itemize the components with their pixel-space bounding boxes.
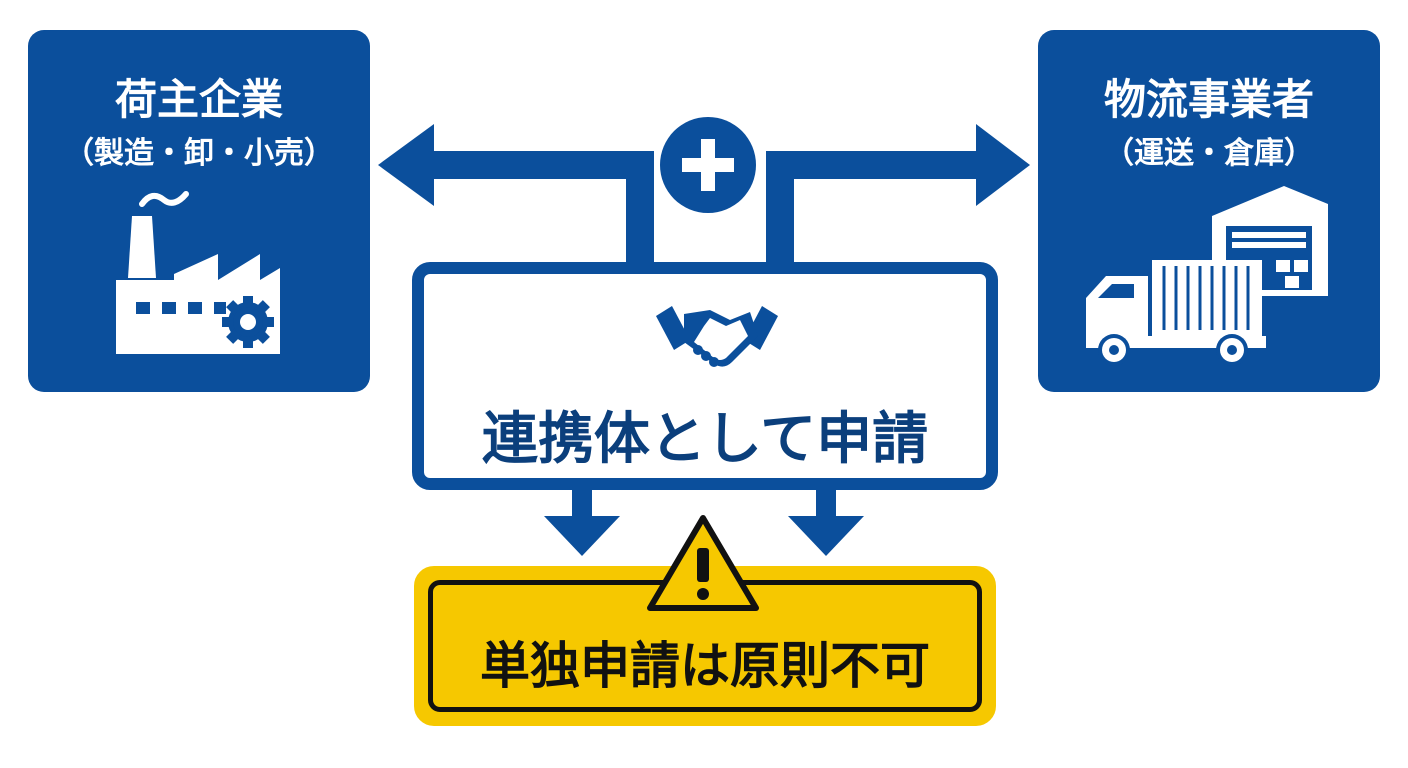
factory-icon (116, 191, 280, 354)
shipper-subtitle: （製造・卸・小売） (64, 136, 334, 171)
arrow-head-left (378, 124, 434, 206)
shipper-title: 荷主企業 (114, 75, 283, 124)
warning-label: 単独申請は原則不可 (480, 637, 930, 695)
arrow-down-right (788, 490, 864, 556)
handshake-icon (656, 306, 778, 367)
plus-icon (660, 117, 756, 213)
arrow-down-left (544, 490, 620, 556)
logistics-title: 物流事業者 (1103, 75, 1314, 124)
shipper-box: 荷主企業 （製造・卸・小売） (28, 30, 370, 392)
warning-icon (647, 515, 759, 611)
logistics-subtitle: （運送・倉庫） (1104, 136, 1314, 171)
truck-warehouse-icon (1086, 186, 1328, 366)
arrow-to-logistics (766, 151, 978, 262)
arrow-to-shipper (432, 151, 654, 262)
arrow-head-right (976, 124, 1030, 206)
consortium-label: 連携体として申請 (481, 407, 929, 472)
consortium-box: 連携体として申請 (412, 262, 998, 490)
logistics-box: 物流事業者 （運送・倉庫） (1038, 30, 1380, 392)
